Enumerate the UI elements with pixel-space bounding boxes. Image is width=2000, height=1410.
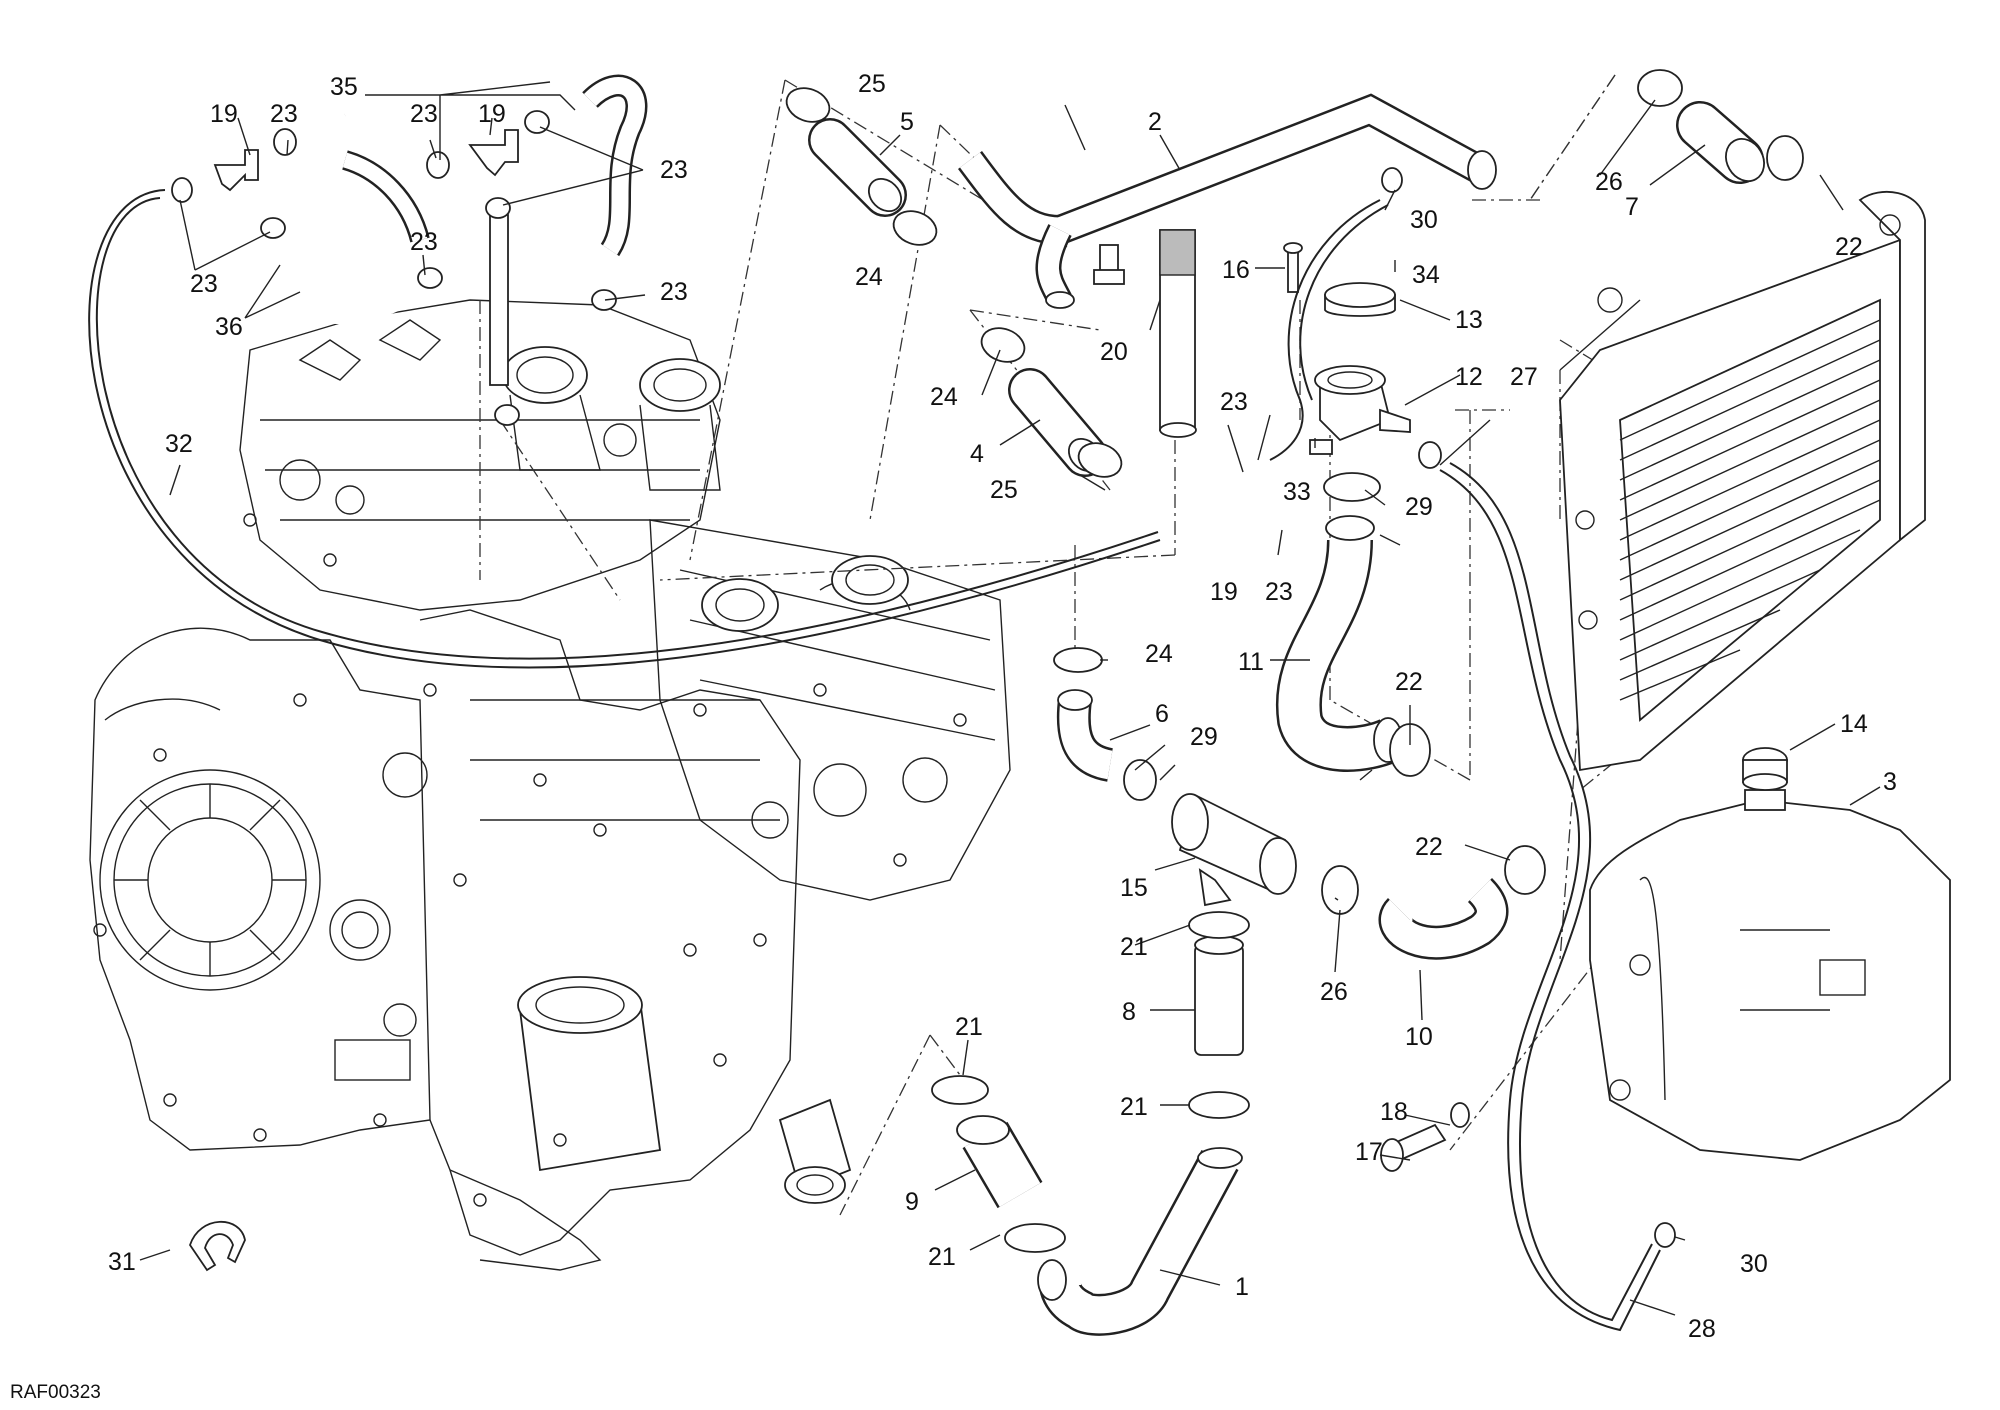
callout-21a: 21 <box>1120 933 1148 961</box>
callout-23e: 23 <box>410 228 438 256</box>
callout-5: 5 <box>900 108 914 136</box>
callout-21b: 21 <box>1120 1093 1148 1121</box>
clamp-30-lower <box>1654 1222 1676 1248</box>
callout-17: 17 <box>1355 1138 1383 1166</box>
callout-26a: 26 <box>1595 168 1623 196</box>
callout-2: 2 <box>1148 108 1162 136</box>
thermostat-housing-15 <box>1171 793 1297 907</box>
radiator-cap-13 <box>1324 282 1396 317</box>
callout-23b: 23 <box>410 100 438 128</box>
upper-coolant-pipe-2 <box>957 93 1497 438</box>
callout-4: 4 <box>970 440 984 468</box>
hose-8 <box>1188 911 1250 1119</box>
callout-1: 1 <box>1235 1273 1249 1301</box>
hose-1 <box>1037 1147 1243 1336</box>
callout-22c: 22 <box>1415 833 1443 861</box>
spring-clip-31 <box>189 1220 246 1272</box>
callout-13: 13 <box>1455 306 1483 334</box>
hose-10 <box>1321 845 1546 960</box>
hose-4 <box>980 327 1123 478</box>
callout-24b: 24 <box>930 383 958 411</box>
expansion-tank <box>1589 747 1951 1161</box>
callout-18: 18 <box>1380 1098 1408 1126</box>
callout-29a: 29 <box>1405 493 1433 521</box>
callout-20: 20 <box>1100 338 1128 366</box>
callout-30a: 30 <box>1410 206 1438 234</box>
callout-3: 3 <box>1883 768 1897 796</box>
filler-neck-12 <box>1314 365 1411 442</box>
callout-34: 34 <box>1412 261 1440 289</box>
callout-12: 12 <box>1455 363 1483 391</box>
clamp-27 <box>1418 441 1442 469</box>
overflow-hose-28 <box>1439 469 1661 1332</box>
hose-6 <box>1053 647 1157 801</box>
hose-9 <box>931 1075 1066 1253</box>
callout-8: 8 <box>1122 998 1136 1026</box>
callout-24c: 24 <box>1145 640 1173 668</box>
callout-29b: 29 <box>1190 723 1218 751</box>
callout-23d: 23 <box>190 270 218 298</box>
callout-16: 16 <box>1222 256 1250 284</box>
callout-28: 28 <box>1688 1315 1716 1343</box>
callout-22b: 22 <box>1395 668 1423 696</box>
hose-11 <box>1275 472 1431 777</box>
callout-leaders <box>139 81 1881 1316</box>
breather-hose-32 <box>88 189 1161 669</box>
engine-block-drawing <box>89 299 1011 1271</box>
callout-22a: 22 <box>1835 233 1863 261</box>
hose-34 <box>1269 199 1381 461</box>
hose-7 <box>1637 69 1804 184</box>
callout-25a: 25 <box>858 70 886 98</box>
callout-27: 27 <box>1510 363 1538 391</box>
drawing-reference-code: RAF00323 <box>10 1382 101 1403</box>
callout-23f: 23 <box>660 278 688 306</box>
callout-19a: 19 <box>210 100 238 128</box>
callout-numbers: 1 2 3 4 5 6 7 8 9 10 11 12 13 14 15 16 1… <box>108 70 1897 1343</box>
radiator <box>1559 191 1926 772</box>
callout-19b: 19 <box>478 100 506 128</box>
callout-26b: 26 <box>1320 978 1348 1006</box>
callout-21c: 21 <box>955 1013 983 1041</box>
callout-19c: 19 <box>1210 578 1238 606</box>
callout-7: 7 <box>1625 193 1639 221</box>
callout-21d: 21 <box>928 1243 956 1271</box>
callout-11: 11 <box>1238 648 1264 676</box>
callout-9: 9 <box>905 1188 919 1216</box>
callout-36: 36 <box>215 313 243 341</box>
callout-10: 10 <box>1405 1023 1433 1051</box>
callout-15: 15 <box>1120 874 1148 902</box>
hose-5 <box>785 87 938 246</box>
grommet-18 <box>1450 1102 1470 1128</box>
callout-6: 6 <box>1155 700 1169 728</box>
bolt-17 <box>1380 1123 1447 1172</box>
callout-23c: 23 <box>660 156 688 184</box>
callout-35: 35 <box>330 73 358 101</box>
callout-31: 31 <box>108 1248 136 1276</box>
callout-23g: 23 <box>1220 388 1248 416</box>
callout-14: 14 <box>1840 710 1868 738</box>
small-hose-harness <box>171 74 648 426</box>
callout-23a: 23 <box>270 100 298 128</box>
callout-23h: 23 <box>1265 578 1293 606</box>
callout-25b: 25 <box>990 476 1018 504</box>
clip-33 <box>1309 439 1333 455</box>
callout-32: 32 <box>165 430 193 458</box>
clamp-30-upper <box>1381 167 1403 193</box>
callout-24a: 24 <box>855 263 883 291</box>
callout-33: 33 <box>1283 478 1311 506</box>
callout-30b: 30 <box>1740 1250 1768 1278</box>
